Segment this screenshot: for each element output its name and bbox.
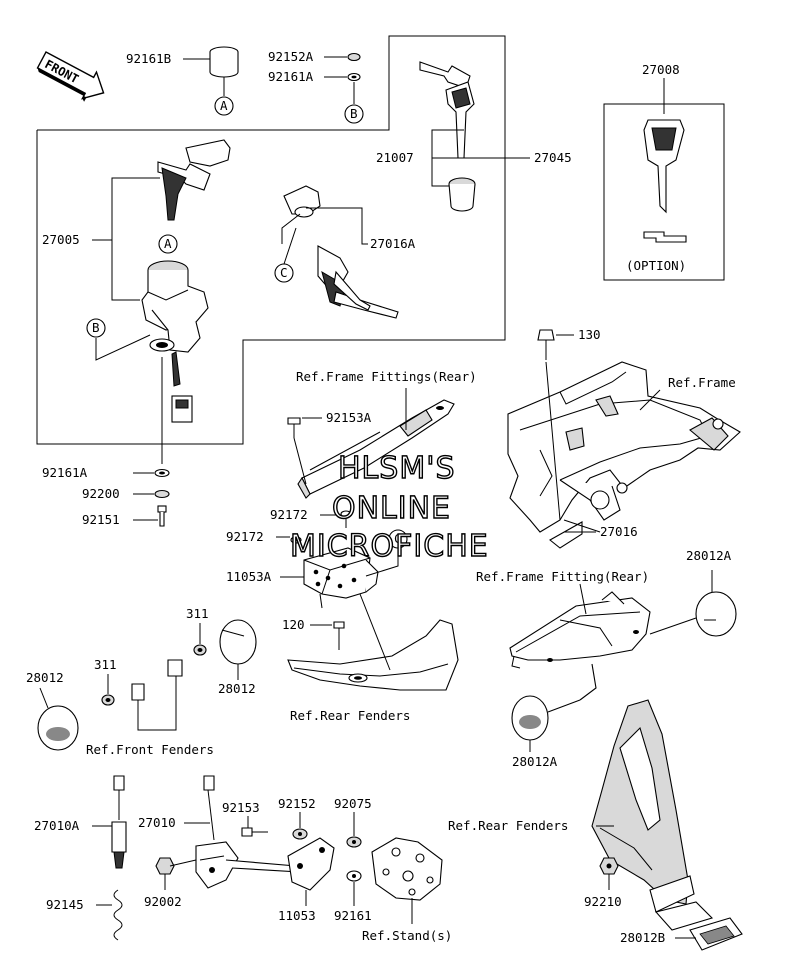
label-option: (OPTION): [626, 258, 686, 273]
label-92161: 92161: [334, 908, 372, 923]
label-27005: 27005: [42, 232, 80, 247]
label-92075: 92075: [334, 796, 372, 811]
label-27016: 27016: [600, 524, 638, 539]
transponder-key-27008-icon: [643, 119, 687, 243]
label-28012-left: 28012: [26, 670, 64, 685]
reflector-28012-left-icon: [37, 705, 79, 751]
bolt-120-icon: [333, 621, 345, 650]
watermark-line-3: MICROFICHE: [290, 529, 489, 564]
reflector-28012a-top-icon: [695, 591, 737, 637]
label-ref-rear-fenders-mid: Ref.Rear Fenders: [290, 708, 410, 723]
reflector-28012a-bot-icon: [511, 695, 549, 741]
label-311-b: 311: [94, 657, 117, 672]
spring-92145-icon: [113, 889, 123, 941]
side-stand-switch-27010-icon: [195, 775, 302, 889]
label-27008: 27008: [642, 62, 680, 77]
callout-b-top: [344, 104, 364, 124]
bolt-130-icon: [537, 329, 555, 360]
label-92161b: 92161B: [126, 51, 171, 66]
label-11053: 11053: [278, 908, 316, 923]
label-92153a: 92153A: [326, 410, 372, 425]
label-27045: 27045: [534, 150, 572, 165]
label-92002: 92002: [144, 894, 182, 909]
callout-a-top-label: A: [220, 98, 228, 113]
callout-a-mid-label: A: [164, 236, 172, 251]
label-92172-a: 92172: [270, 507, 308, 522]
label-92210: 92210: [584, 894, 622, 909]
frame-icon: [507, 361, 741, 549]
frame-fitting-rear-icon: [509, 591, 651, 701]
label-21007: 21007: [376, 150, 414, 165]
rear-fender-right-icon: [591, 699, 714, 931]
seat-lock-27016a-icon: [283, 185, 399, 319]
label-ref-front-fenders: Ref.Front Fenders: [86, 742, 214, 757]
cap-92161b-icon: [209, 46, 239, 96]
kit-outline: [36, 35, 506, 445]
label-92172-b: 92172: [226, 529, 264, 544]
ignition-switch-27005-icon: [141, 260, 209, 423]
label-ref-frame-fitting-rear: Ref.Frame Fitting(Rear): [476, 569, 649, 584]
callout-b-mid-label: B: [92, 320, 100, 335]
label-92152a: 92152A: [268, 49, 314, 64]
label-92161a-top: 92161A: [268, 69, 314, 84]
front-arrow-icon: FRONT: [36, 51, 105, 102]
washer-92075-icon: [346, 836, 362, 848]
label-ref-rear-fenders-right: Ref.Rear Fenders: [448, 818, 568, 833]
label-92161a-bot: 92161A: [42, 465, 88, 480]
stand-bracket-icon: [371, 837, 443, 901]
label-27016a: 27016A: [370, 236, 416, 251]
plate-11053-icon: [287, 837, 335, 891]
label-28012a-bot: 28012A: [512, 754, 558, 769]
stud-left-icon: [131, 659, 183, 701]
bolt-92153-icon: [241, 827, 268, 837]
label-92151: 92151: [82, 512, 120, 527]
label-11053a: 11053A: [226, 569, 272, 584]
callout-b-mid: [86, 318, 106, 338]
bolt-92172-a-icon: [340, 510, 352, 528]
nut-311-a-icon: [193, 644, 207, 656]
callout-c-mid-label: C: [394, 531, 402, 546]
label-92153: 92153: [222, 800, 260, 815]
washer-92161-icon: [346, 870, 362, 882]
reflector-28012b-icon: [689, 917, 743, 951]
label-311-a: 311: [186, 606, 209, 621]
callout-a-mid: [158, 234, 178, 254]
bracket-11053a-icon: [303, 547, 379, 609]
label-120: 120: [282, 617, 305, 632]
bolt-92153a-icon: [287, 417, 301, 438]
bolt-92002-icon: [155, 857, 197, 875]
label-28012a-top: 28012A: [686, 548, 732, 563]
label-27010: 27010: [138, 815, 176, 830]
reflector-28012-right-icon: [219, 619, 257, 665]
stop-switch-27010a-icon: [111, 775, 127, 869]
callout-c-left-label: C: [280, 265, 288, 280]
watermark-line-2: ONLINE: [332, 491, 451, 526]
nut-92210-icon: [599, 857, 619, 875]
key-set-21007-icon: [419, 61, 476, 212]
bolt-92172-b-icon: [290, 536, 302, 554]
watermark-line-1: HLSM'S: [338, 451, 456, 486]
rear-fender-mid-icon: [287, 619, 459, 691]
label-28012-right: 28012: [218, 681, 256, 696]
label-130: 130: [578, 327, 601, 342]
frame-fitting-upper-icon: [297, 399, 455, 499]
label-ref-frame-fittings-rear: Ref.Frame Fittings(Rear): [296, 369, 477, 384]
nut-311-b-icon: [101, 694, 115, 706]
key-set-27005-icon: [157, 139, 231, 221]
label-92145: 92145: [46, 897, 84, 912]
callout-a-top: [214, 96, 234, 116]
label-28012b: 28012B: [620, 930, 665, 945]
washer-92152a-icon: [347, 52, 361, 104]
washer-stack-icon: [154, 468, 170, 527]
washer-92152-icon: [292, 828, 308, 840]
label-ref-stand: Ref.Stand(s): [362, 928, 452, 943]
label-27010a: 27010A: [34, 818, 80, 833]
callout-b-top-label: B: [350, 106, 358, 121]
label-92200: 92200: [82, 486, 120, 501]
label-92152: 92152: [278, 796, 316, 811]
label-ref-frame: Ref.Frame: [668, 375, 736, 390]
